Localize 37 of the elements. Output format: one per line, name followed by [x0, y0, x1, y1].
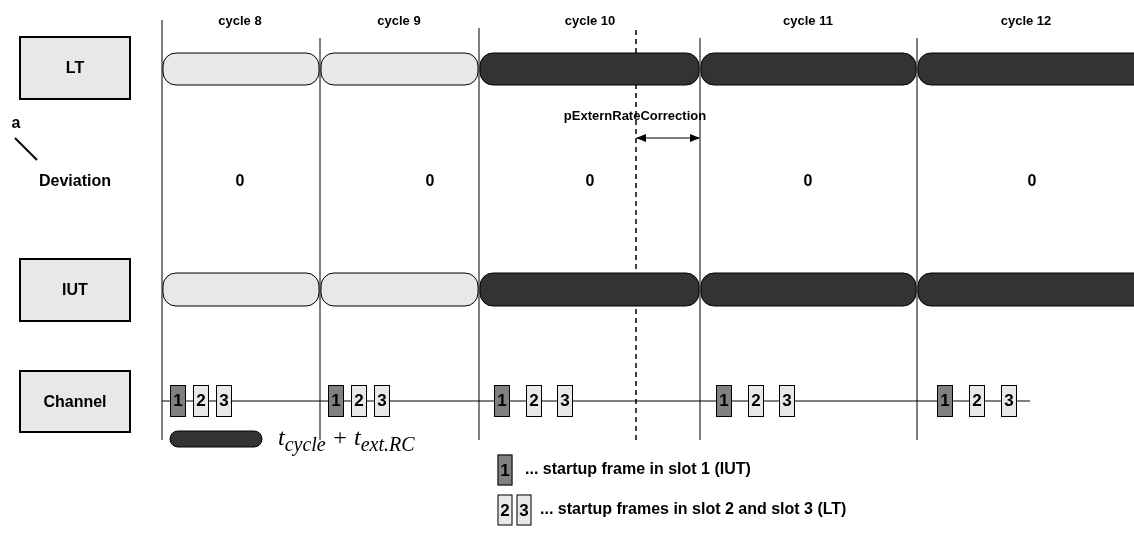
frame-sample: 1: [497, 454, 513, 486]
legend-text: ... startup frames in slot 2 and slot 3 (LT): [540, 500, 847, 518]
cycle-heading: cycle 11: [783, 12, 833, 28]
legend-formula: t$_{cycle}$ + t$_{ext.RC}$: [278, 424, 415, 456]
row-label-box: LT: [19, 36, 131, 100]
frame-box: 3: [374, 385, 390, 417]
frame-box: 3: [216, 385, 232, 417]
row-label: Deviation: [39, 172, 111, 190]
frame-box: 3: [557, 385, 573, 417]
axis-label: a: [11, 114, 21, 132]
row-label-box: Channel: [19, 370, 131, 433]
deviation-value: 0: [235, 172, 245, 190]
deviation-value: 0: [803, 172, 813, 190]
frame-sample: 2: [497, 494, 513, 526]
frame-box: 2: [193, 385, 209, 417]
frame-box: 2: [526, 385, 542, 417]
deviation-value: 0: [1027, 172, 1037, 190]
cycle-heading: cycle 12: [1000, 12, 1052, 28]
frame-sample: 3: [516, 494, 532, 526]
frame-box: 1: [716, 385, 732, 417]
row-label-box: IUT: [19, 258, 131, 322]
frame-box: 2: [351, 385, 367, 417]
frame-box: 2: [748, 385, 764, 417]
deviation-value: 0: [585, 172, 595, 190]
frame-box: 1: [170, 385, 186, 417]
deviation-value: 0: [425, 172, 435, 190]
legend-text: ... startup frame in slot 1 (IUT): [525, 460, 751, 478]
frame-box: 3: [779, 385, 795, 417]
frame-box: 2: [969, 385, 985, 417]
cycle-heading: cycle 10: [564, 12, 616, 28]
frame-box: 3: [1001, 385, 1017, 417]
frame-box: 1: [494, 385, 510, 417]
frame-box: 1: [937, 385, 953, 417]
cycle-heading: cycle 9: [377, 12, 421, 28]
cycle-heading: cycle 8: [218, 12, 262, 28]
frame-box: 1: [328, 385, 344, 417]
dimension-label: pExternRateCorrection: [563, 107, 707, 123]
